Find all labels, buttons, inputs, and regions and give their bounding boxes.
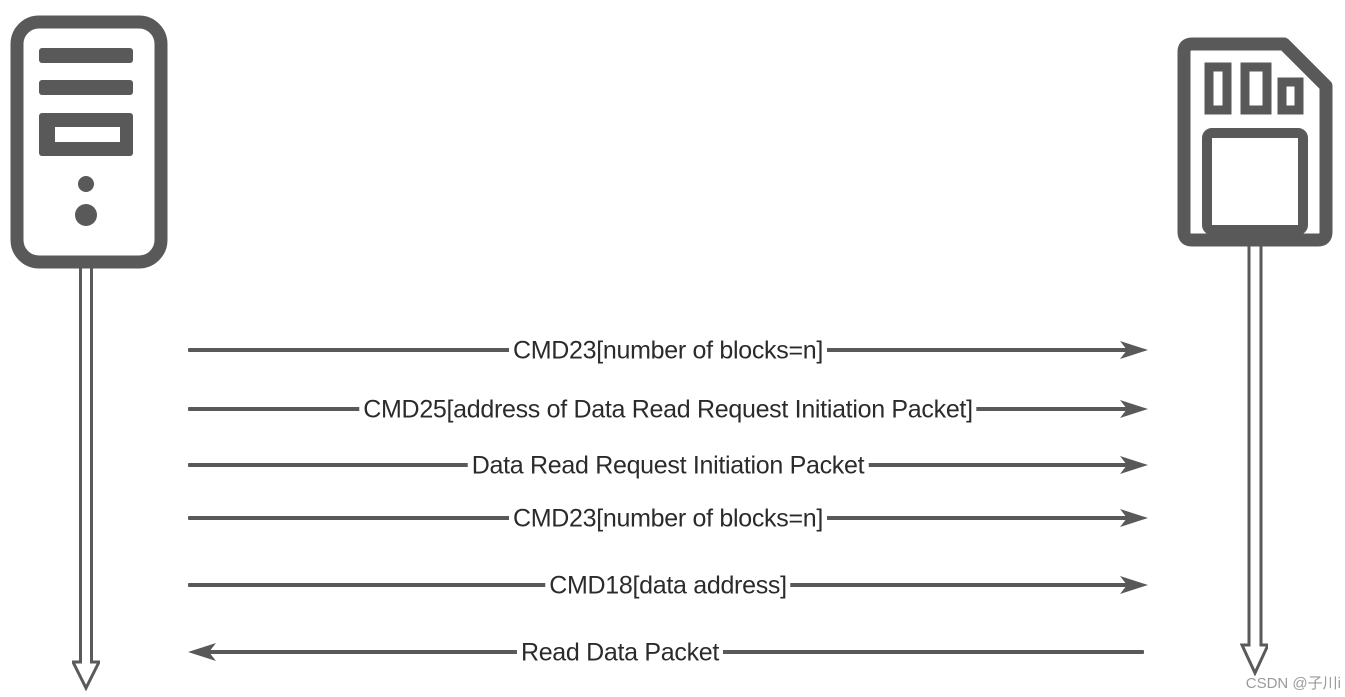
arrowhead-right-icon: [1120, 341, 1148, 359]
arrowhead-right-icon: [1120, 456, 1148, 474]
message-cmd25-address: CMD25[address of Data Read Request Initi…: [188, 391, 1148, 427]
watermark: CSDN @子川i: [1245, 675, 1341, 692]
message-label: Read Data Packet: [516, 638, 724, 668]
message-label: Data Read Request Initiation Packet: [467, 451, 869, 481]
sd-card-lifeline: [1240, 246, 1268, 676]
message-label: CMD23[number of blocks=n]: [508, 336, 828, 366]
message-cmd18-data-address: CMD18[data address]: [188, 567, 1148, 603]
host-lifeline: [72, 268, 100, 692]
sd-card-icon: [1177, 37, 1333, 247]
computer-tower-icon: [10, 15, 168, 269]
arrowhead-right-icon: [1120, 509, 1148, 527]
message-data-read-request-packet: Data Read Request Initiation Packet: [188, 447, 1148, 483]
message-label: CMD25[address of Data Read Request Initi…: [359, 395, 977, 425]
message-cmd23-blocks-2: CMD23[number of blocks=n]: [188, 500, 1148, 536]
message-label: CMD18[data address]: [545, 571, 791, 601]
arrowhead-left-icon: [188, 643, 216, 661]
message-cmd23-blocks-1: CMD23[number of blocks=n]: [188, 332, 1148, 368]
message-read-data-packet: Read Data Packet: [188, 634, 1148, 670]
arrowhead-right-icon: [1120, 400, 1148, 418]
arrowhead-right-icon: [1120, 576, 1148, 594]
message-label: CMD23[number of blocks=n]: [508, 504, 828, 534]
